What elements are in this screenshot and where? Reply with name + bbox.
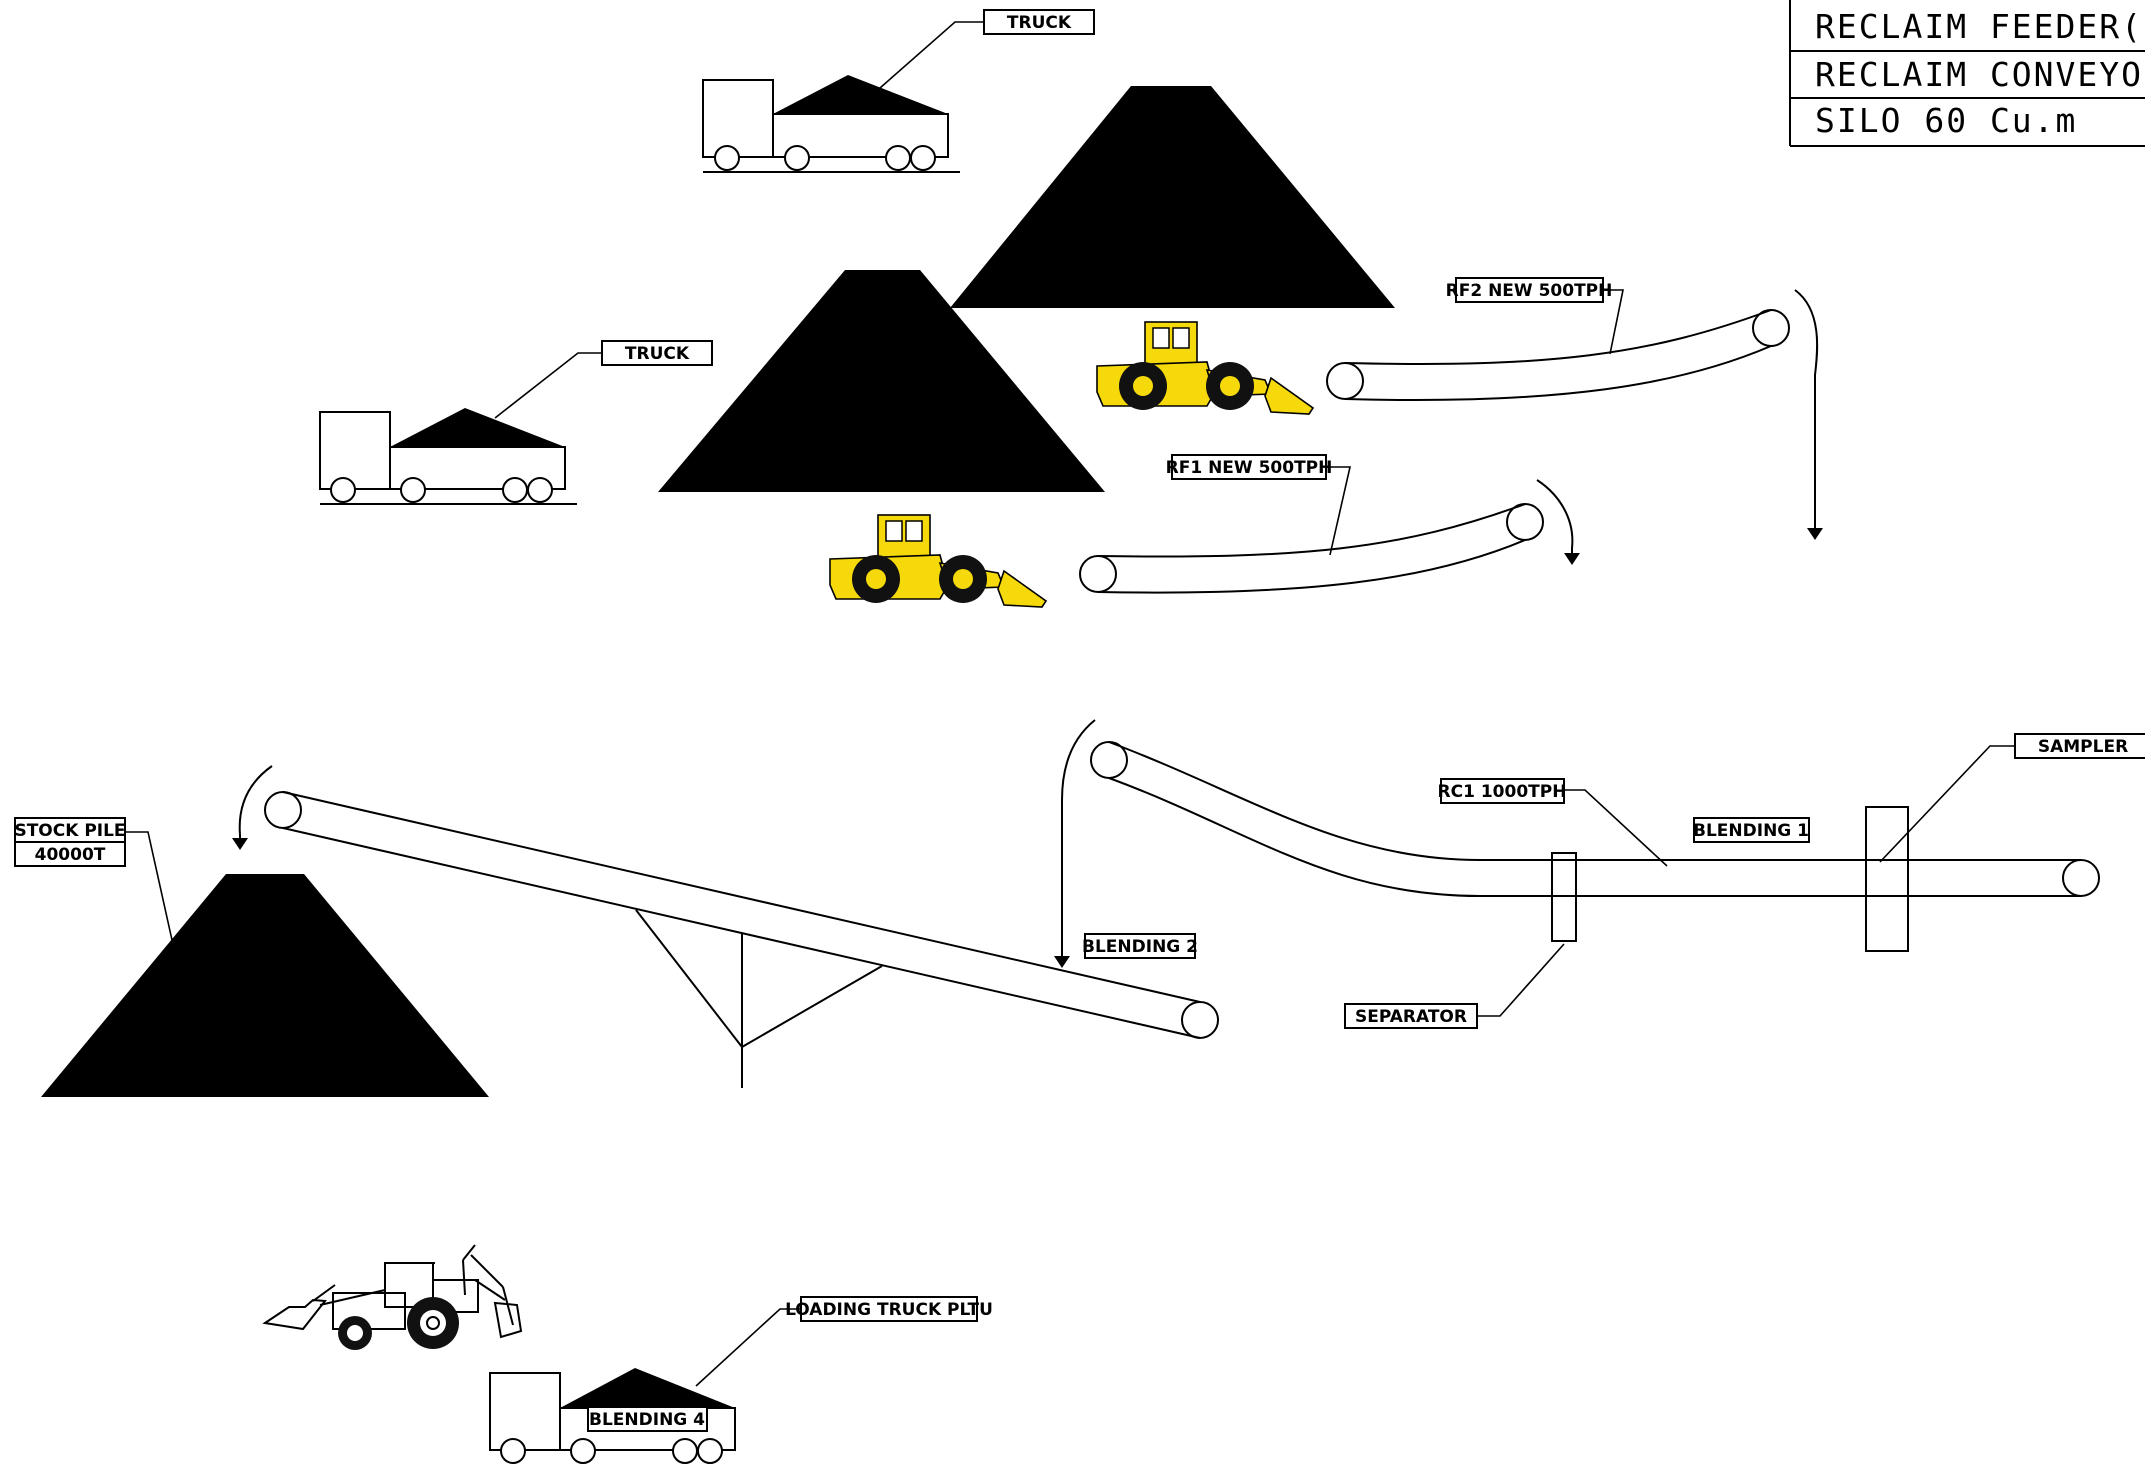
separator-label: SEPARATOR [1355, 1007, 1467, 1027]
rf1-label: RF1 NEW 500TPH [1166, 458, 1333, 478]
truck-mid-tag [601, 340, 713, 366]
coal-pile-back [950, 86, 1395, 308]
rf2-label: RF2 NEW 500TPH [1446, 281, 1613, 301]
rf1-leader [1326, 466, 1352, 556]
truck-mid-label: TRUCK [625, 344, 690, 364]
rc1-label: RC1 1000TPH [1438, 782, 1567, 802]
sampler-unit [1865, 806, 1909, 952]
truck-top-leader [879, 21, 984, 89]
loading-truck-label: LOADING TRUCK PLTU [785, 1300, 993, 1320]
stock-pile-qty-tag [14, 841, 126, 867]
legend-table: RECLAIM FEEDER(RF1& RECLAIM CONVEYOR SIL… [1789, 0, 2145, 147]
loading-truck-tag [800, 1296, 978, 1322]
rf2-tag [1455, 277, 1604, 303]
blending-4-label: BLENDING 4 [589, 1410, 705, 1430]
stock-pile-qty: 40000T [35, 845, 106, 865]
rf1-tag [1171, 454, 1327, 480]
loading-truck-leader [695, 1308, 801, 1387]
dump-truck-icon [702, 75, 960, 173]
rf2-leader [1603, 289, 1624, 355]
dump-truck-icon [489, 1368, 736, 1464]
stock-pile-tag [14, 817, 126, 843]
blending-1-label: BLENDING 1 [1693, 821, 1809, 841]
arrow-head [1054, 956, 1070, 968]
dump-truck-icon [319, 408, 577, 505]
rc1-conveyor [1090, 741, 2100, 897]
sampler-leader [1879, 745, 2015, 863]
stacker-conveyor [232, 765, 1219, 1088]
wheel-loader-icon [1096, 321, 1315, 415]
blending-1-tag [1693, 817, 1810, 843]
coal-pile-front [658, 270, 1105, 492]
truck-top-tag [983, 9, 1095, 35]
blending-4-tag [587, 1406, 708, 1432]
stock-pile [41, 874, 489, 1097]
backhoe-loader-icon [262, 1244, 523, 1350]
wheel-loader-icon [829, 514, 1048, 608]
chute-to-blending-2 [1061, 719, 1096, 956]
sampler-label: SAMPLER [2038, 737, 2128, 757]
rf1-conveyor [1079, 479, 1580, 594]
truck-mid-leader [494, 352, 602, 419]
rc1-leader [1564, 789, 1668, 867]
rc1-tag [1440, 778, 1565, 804]
legend-row-reclaim-feeder: RECLAIM FEEDER(RF1& [1815, 7, 2145, 46]
blending-2-tag [1084, 933, 1196, 959]
legend-row-reclaim-conveyor: RECLAIM CONVEYOR [1815, 55, 2145, 94]
blending-2-label: BLENDING 2 [1082, 937, 1198, 957]
stock-pile-leader [125, 831, 173, 941]
rf2-conveyor [1326, 289, 1823, 540]
separator-leader [1477, 943, 1565, 1017]
legend-row-silo: SILO 60 Cu.m [1815, 101, 2077, 140]
stock-pile-title: STOCK PILE [14, 821, 125, 841]
truck-top-label: TRUCK [1007, 13, 1072, 33]
separator-tag [1344, 1003, 1478, 1029]
